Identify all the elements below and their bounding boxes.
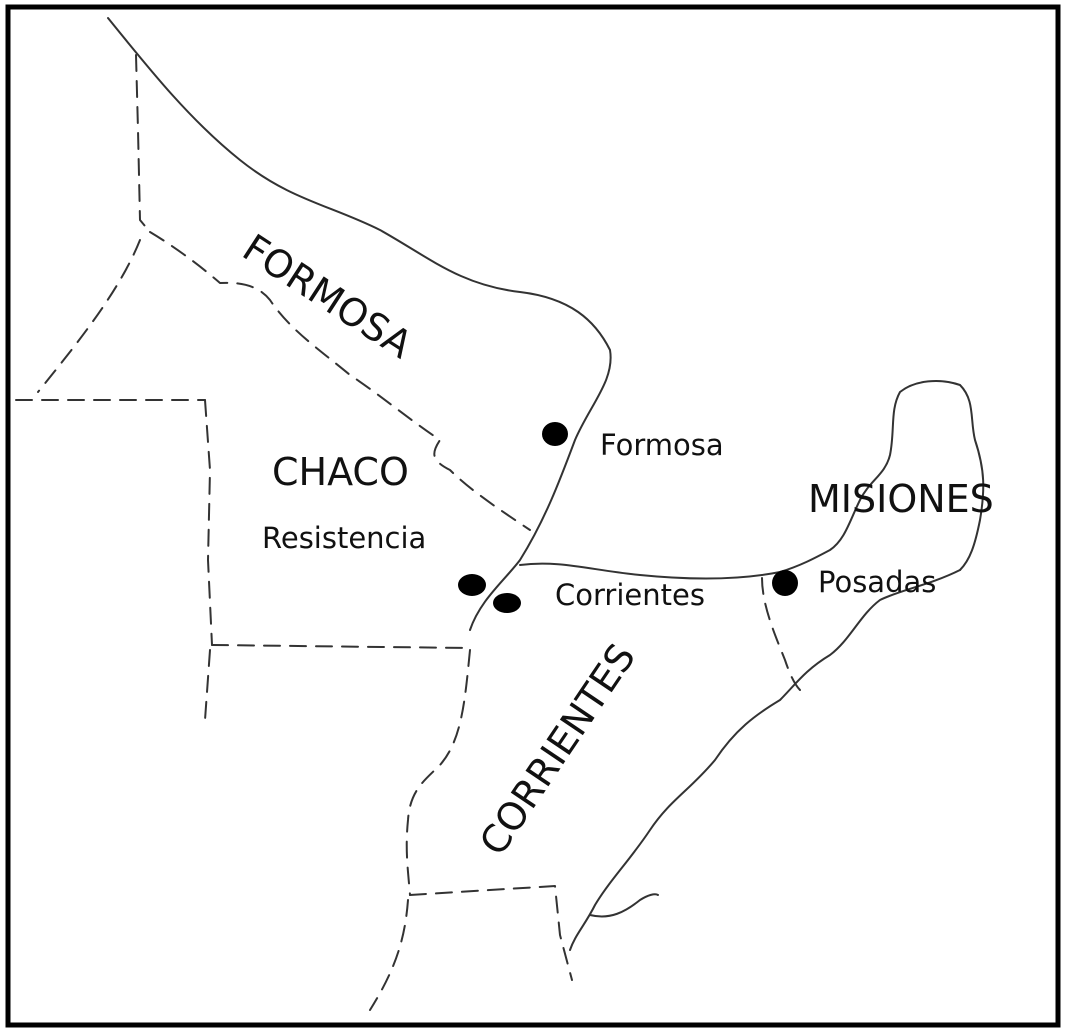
province-label-misiones: MISIONES: [808, 477, 994, 521]
border-entrerios-west: [369, 899, 409, 1011]
city-dot-resistencia: [458, 574, 486, 596]
border-chaco-west: [204, 399, 213, 646]
border-corrientes-misiones: [761, 577, 801, 691]
city-label-resistencia: Resistencia: [262, 521, 426, 555]
parana-river: [519, 380, 985, 580]
border-corrientes-south: [409, 885, 573, 981]
province-label-chaco: CHACO: [272, 450, 409, 494]
city-dot-corrientes: [493, 593, 521, 613]
paraguay-river: [107, 17, 612, 631]
border-formosa-salta: [37, 239, 141, 393]
border-santafe-west: [204, 649, 211, 721]
map-frame: [5, 4, 1061, 1028]
city-label-formosa: Formosa: [600, 428, 724, 462]
border-formosa-west: [135, 54, 151, 233]
border-formosa-chaco: [149, 231, 531, 531]
province-label-formosa: FORMOSA: [235, 226, 420, 367]
city-dot-formosa: [542, 422, 568, 446]
border-corrientes-west: [405, 649, 471, 896]
province-label-corrientes: CORRIENTES: [471, 636, 644, 863]
city-label-corrientes: Corrientes: [555, 578, 705, 612]
border-chaco-south: [211, 644, 471, 649]
city-label-posadas: Posadas: [818, 565, 936, 599]
tributary: [589, 893, 659, 918]
city-dot-posadas: [772, 570, 798, 596]
uruguay-river: [569, 569, 961, 951]
